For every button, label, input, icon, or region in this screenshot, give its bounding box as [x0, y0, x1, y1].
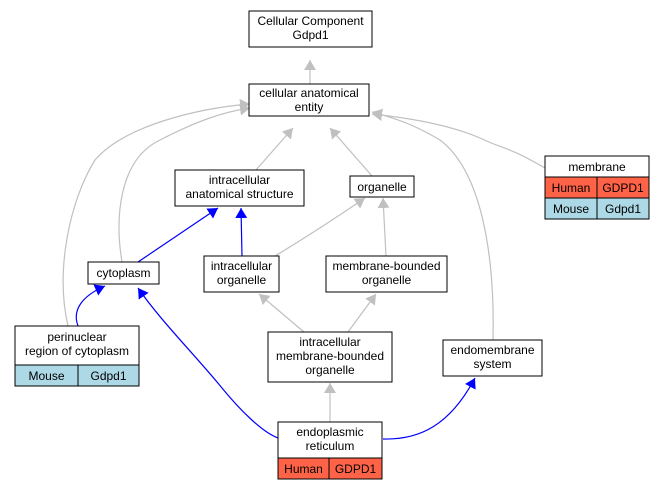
- node-label: membrane-bounded: [332, 259, 440, 273]
- edge-io-to-organelle: [274, 197, 366, 257]
- edge-cytoplasm-to-cae: [118, 103, 251, 263]
- node-label: Cellular Component: [257, 14, 364, 28]
- node-label: anatomical structure: [185, 187, 293, 201]
- edge-imbo-to-mbo: [347, 293, 377, 333]
- edge-endomembrane-to-cae: [371, 108, 494, 341]
- node-label: cytoplasm: [96, 266, 150, 280]
- node-label: organelle: [357, 180, 407, 194]
- edge-imbo-to-io: [258, 293, 305, 333]
- node-label: reticulum: [306, 439, 355, 453]
- node-cytoplasm[interactable]: cytoplasm: [87, 261, 160, 285]
- node-intracellular-organelle[interactable]: intracellular organelle: [203, 255, 280, 293]
- node-label: intracellular: [211, 259, 272, 273]
- node-perinuclear-region[interactable]: perinuclear region of cytoplasm Mouse Gd…: [14, 325, 140, 387]
- edge-perinuclear-to-cytoplasm: [75, 284, 106, 327]
- node-endoplasmic-reticulum[interactable]: endoplasmic reticulum Human GDPD1: [277, 421, 383, 480]
- edge-io-to-ias: [235, 207, 248, 257]
- node-label: endomembrane: [450, 343, 534, 357]
- species-label: Human: [552, 181, 591, 195]
- node-membrane[interactable]: membrane Human GDPD1 Mouse Gdpd1: [544, 155, 650, 220]
- edge-er-to-cytoplasm: [137, 287, 279, 439]
- species-label: Mouse: [28, 369, 64, 383]
- node-label: system: [473, 357, 511, 371]
- node-label: endoplasmic: [296, 425, 363, 439]
- node-cellular-component[interactable]: Cellular Component Gdpd1: [248, 10, 373, 48]
- node-label: cellular anatomical: [259, 86, 358, 100]
- edge-perinuclear-to-cae: [62, 98, 251, 327]
- edge-organelle-to-cae: [329, 127, 373, 177]
- node-label: organelle: [362, 273, 412, 287]
- gene-label: Gdpd1: [90, 369, 126, 383]
- node-label: organelle: [217, 273, 267, 287]
- node-label: perinuclear: [47, 330, 106, 344]
- node-label: region of cytoplasm: [25, 344, 129, 358]
- edge-mbo-to-organelle: [377, 197, 390, 257]
- node-label: membrane-bounded: [276, 349, 384, 363]
- node-intracellular-membrane-bounded-organelle[interactable]: intracellular membrane-bounded organelle: [267, 331, 393, 383]
- node-label: intracellular: [209, 173, 270, 187]
- gene-label: Gdpd1: [605, 202, 641, 216]
- gene-label: GDPD1: [602, 181, 644, 195]
- edge-er-to-endomembrane: [382, 377, 476, 440]
- node-membrane-bounded-organelle[interactable]: membrane-bounded organelle: [325, 255, 448, 293]
- node-label: organelle: [305, 363, 355, 377]
- edge-ias-to-cae: [255, 127, 294, 171]
- node-organelle[interactable]: organelle: [349, 175, 415, 198]
- node-label: entity: [295, 100, 324, 114]
- node-label: membrane: [568, 160, 626, 174]
- node-label: Gdpd1: [292, 28, 328, 42]
- gene-label: GDPD1: [335, 462, 377, 476]
- species-label: Human: [284, 462, 323, 476]
- edge-membrane-to-cae: [371, 109, 546, 169]
- node-label: intracellular: [299, 335, 360, 349]
- edge-cytoplasm-to-ias: [137, 207, 219, 263]
- node-endomembrane-system[interactable]: endomembrane system: [442, 339, 543, 377]
- node-intracellular-anatomical-structure[interactable]: intracellular anatomical structure: [174, 169, 305, 207]
- species-label: Mouse: [553, 202, 589, 216]
- node-cellular-anatomical-entity[interactable]: cellular anatomical entity: [248, 83, 370, 117]
